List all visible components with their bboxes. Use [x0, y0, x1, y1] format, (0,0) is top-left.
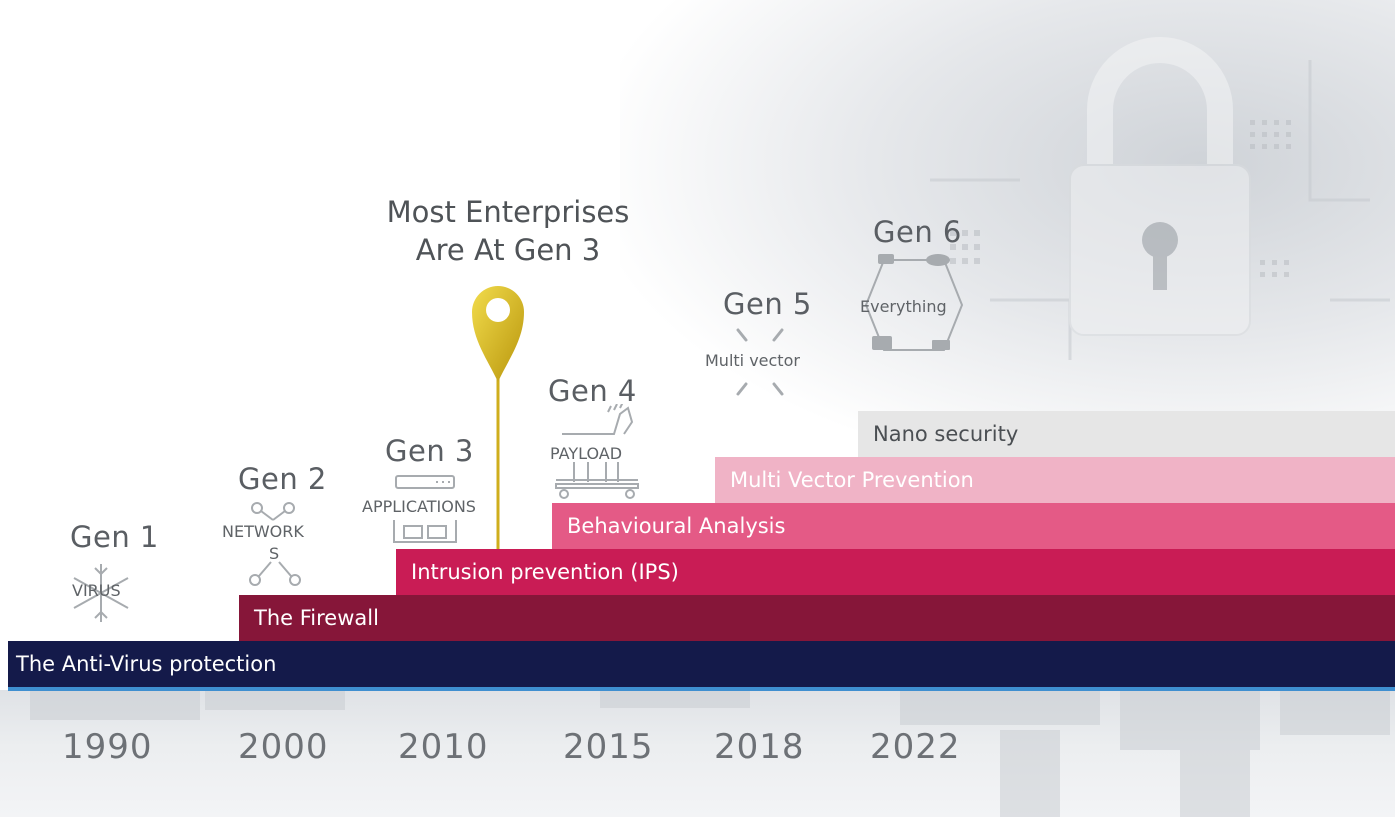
year-1990: 1990: [62, 727, 153, 767]
padlock-icon: [1069, 37, 1251, 336]
year-2015: 2015: [563, 727, 654, 767]
callout-line-1: Most Enterprises: [386, 195, 630, 229]
bar-anti-virus-label: The Anti-Virus protection: [16, 652, 277, 676]
bar-behavioural-analysis-label: Behavioural Analysis: [567, 514, 786, 538]
background-glow: [620, 0, 1395, 470]
multi-vector-label: Multi vector: [705, 351, 800, 370]
gen-3-title: Gen 3: [385, 434, 474, 468]
bar-anti-virus: The Anti-Virus protection: [8, 641, 1395, 687]
bar-multi-vector-prevention: Multi Vector Prevention: [715, 457, 1395, 503]
year-2022: 2022: [870, 727, 961, 767]
trojan-horse-icon: [552, 404, 642, 500]
multi-vector-arrows-icon: [732, 326, 788, 398]
everything-label: Everything: [860, 297, 947, 316]
virus-icon: [66, 562, 136, 624]
bar-firewall-label: The Firewall: [254, 606, 379, 630]
gen-2-title: Gen 2: [238, 462, 327, 496]
network-icon: [245, 500, 305, 586]
gen-4-title: Gen 4: [548, 374, 637, 408]
gen-1-title: Gen 1: [70, 520, 159, 554]
location-pin-icon: [472, 286, 524, 552]
network-label-line-1: NETWORK: [222, 522, 304, 541]
bar-multi-vector-prevention-label: Multi Vector Prevention: [730, 468, 974, 492]
gen-5-title: Gen 5: [723, 287, 812, 321]
city-skyline-background: [30, 690, 1390, 817]
year-2000: 2000: [238, 727, 329, 767]
everything-hexagon-icon: [864, 250, 964, 360]
applications-label: APPLICATIONS: [362, 497, 476, 516]
bar-nano-security-label: Nano security: [873, 422, 1019, 446]
bar-nano-security: Nano security: [858, 411, 1395, 457]
callout-heading: Most Enterprises Are At Gen 3: [358, 193, 658, 269]
circuit-board-background: [930, 37, 1390, 360]
payload-label: PAYLOAD: [550, 444, 623, 463]
timeline-baseline: [8, 687, 1395, 691]
virus-label: VIRUS: [72, 581, 121, 600]
bar-behavioural-analysis: Behavioural Analysis: [552, 503, 1395, 549]
year-2010: 2010: [398, 727, 489, 767]
bar-intrusion-prevention: Intrusion prevention (IPS): [396, 549, 1395, 595]
year-2018: 2018: [714, 727, 805, 767]
bar-firewall: The Firewall: [239, 595, 1395, 641]
gen-6-title: Gen 6: [873, 215, 962, 249]
bar-intrusion-prevention-label: Intrusion prevention (IPS): [411, 560, 679, 584]
applications-icon: [390, 474, 460, 546]
callout-line-2: Are At Gen 3: [415, 233, 601, 267]
network-label-line-2: S: [269, 544, 280, 563]
